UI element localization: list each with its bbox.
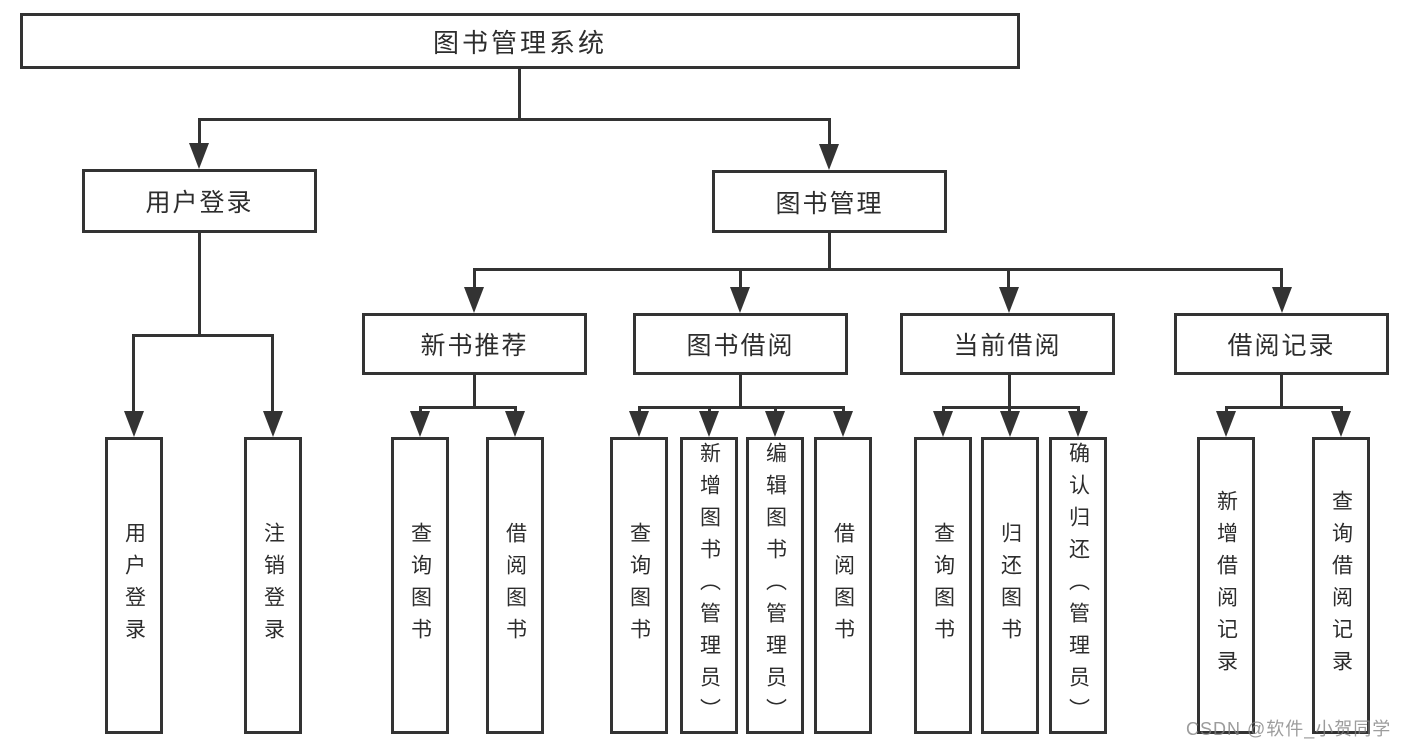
arrow-down-icon xyxy=(629,411,649,437)
node-book-borrow-label: 图书借阅 xyxy=(686,332,795,360)
node-leaf-borrow-edit-label: 编辑图书（管理员） xyxy=(763,441,787,730)
connector-line xyxy=(638,406,845,409)
node-borrow-records: 借阅记录 xyxy=(1174,313,1389,375)
arrow-down-icon xyxy=(464,287,484,313)
node-leaf-current-return: 归还图书 xyxy=(981,437,1039,734)
node-current-borrow-label: 当前借阅 xyxy=(953,332,1062,360)
node-book-mgmt-group: 图书管理 xyxy=(712,170,947,233)
connector-line xyxy=(1008,375,1011,406)
watermark: CSDN @软件_小贺同学 xyxy=(1186,719,1392,739)
node-new-book-rec-label: 新书推荐 xyxy=(420,332,529,360)
node-leaf-user-login-label: 用户登录 xyxy=(122,521,146,650)
node-leaf-current-confirm-label: 确认归还（管理员） xyxy=(1066,441,1090,730)
node-current-borrow: 当前借阅 xyxy=(900,313,1115,375)
arrow-down-icon xyxy=(189,143,209,169)
node-leaf-newbook-borrow-label: 借阅图书 xyxy=(503,521,527,650)
node-leaf-logout-label: 注销登录 xyxy=(261,521,285,650)
arrow-down-icon xyxy=(933,411,953,437)
node-leaf-current-return-label: 归还图书 xyxy=(998,521,1022,650)
arrow-down-icon xyxy=(263,411,283,437)
connector-line xyxy=(198,118,201,146)
arrow-down-icon xyxy=(765,411,785,437)
arrow-down-icon xyxy=(819,144,839,170)
arrow-down-icon xyxy=(833,411,853,437)
node-leaf-borrow-borrow-label: 借阅图书 xyxy=(831,521,855,650)
connector-line xyxy=(1280,268,1283,292)
connector-line xyxy=(739,268,742,292)
node-borrow-records-label: 借阅记录 xyxy=(1227,332,1336,360)
connector-line xyxy=(473,268,1283,271)
arrow-down-icon xyxy=(999,287,1019,313)
node-leaf-borrow-query-label: 查询图书 xyxy=(627,521,651,650)
node-leaf-records-add-label: 新增借阅记录 xyxy=(1214,489,1238,682)
connector-line xyxy=(132,334,274,337)
node-leaf-records-query: 查询借阅记录 xyxy=(1312,437,1370,734)
connector-line xyxy=(473,375,476,406)
node-leaf-current-query-label: 查询图书 xyxy=(931,521,955,650)
node-leaf-records-query-label: 查询借阅记录 xyxy=(1329,489,1353,682)
connector-line xyxy=(828,118,831,146)
node-leaf-borrow-edit: 编辑图书（管理员） xyxy=(746,437,804,734)
node-leaf-newbook-query: 查询图书 xyxy=(391,437,449,734)
connector-line xyxy=(473,268,476,292)
node-book-borrow: 图书借阅 xyxy=(633,313,848,375)
node-leaf-borrow-add: 新增图书（管理员） xyxy=(680,437,738,734)
node-new-book-rec: 新书推荐 xyxy=(362,313,587,375)
node-leaf-borrow-query: 查询图书 xyxy=(610,437,668,734)
node-book-mgmt-group-label: 图书管理 xyxy=(775,189,884,218)
node-leaf-logout: 注销登录 xyxy=(244,437,302,734)
node-user-login-group: 用户登录 xyxy=(82,169,317,233)
node-user-login-group-label: 用户登录 xyxy=(145,189,254,217)
node-root: 图书管理系统 xyxy=(20,13,1020,69)
connector-line xyxy=(828,233,831,268)
connector-line xyxy=(1007,268,1010,292)
connector-line xyxy=(132,334,135,414)
arrow-down-icon xyxy=(505,411,525,437)
connector-line xyxy=(271,334,274,414)
arrow-down-icon xyxy=(1272,287,1292,313)
connector-line xyxy=(198,118,831,121)
node-leaf-current-confirm: 确认归还（管理员） xyxy=(1049,437,1107,734)
node-leaf-borrow-borrow: 借阅图书 xyxy=(814,437,872,734)
arrow-down-icon xyxy=(410,411,430,437)
arrow-down-icon xyxy=(1216,411,1236,437)
node-leaf-borrow-add-label: 新增图书（管理员） xyxy=(697,441,721,730)
arrow-down-icon xyxy=(1068,411,1088,437)
connector-line xyxy=(419,406,517,409)
node-leaf-user-login: 用户登录 xyxy=(105,437,163,734)
arrow-down-icon xyxy=(1331,411,1351,437)
arrow-down-icon xyxy=(730,287,750,313)
connector-line xyxy=(942,406,1080,409)
node-leaf-records-add: 新增借阅记录 xyxy=(1197,437,1255,734)
arrow-down-icon xyxy=(124,411,144,437)
connector-line xyxy=(1280,375,1283,406)
connector-line xyxy=(1225,406,1343,409)
node-root-label: 图书管理系统 xyxy=(432,27,607,58)
arrow-down-icon xyxy=(699,411,719,437)
connector-line xyxy=(739,375,742,406)
connector-line xyxy=(518,69,521,118)
connector-line xyxy=(198,233,201,334)
arrow-down-icon xyxy=(1000,411,1020,437)
node-leaf-newbook-query-label: 查询图书 xyxy=(408,521,432,650)
node-leaf-current-query: 查询图书 xyxy=(914,437,972,734)
node-leaf-newbook-borrow: 借阅图书 xyxy=(486,437,544,734)
